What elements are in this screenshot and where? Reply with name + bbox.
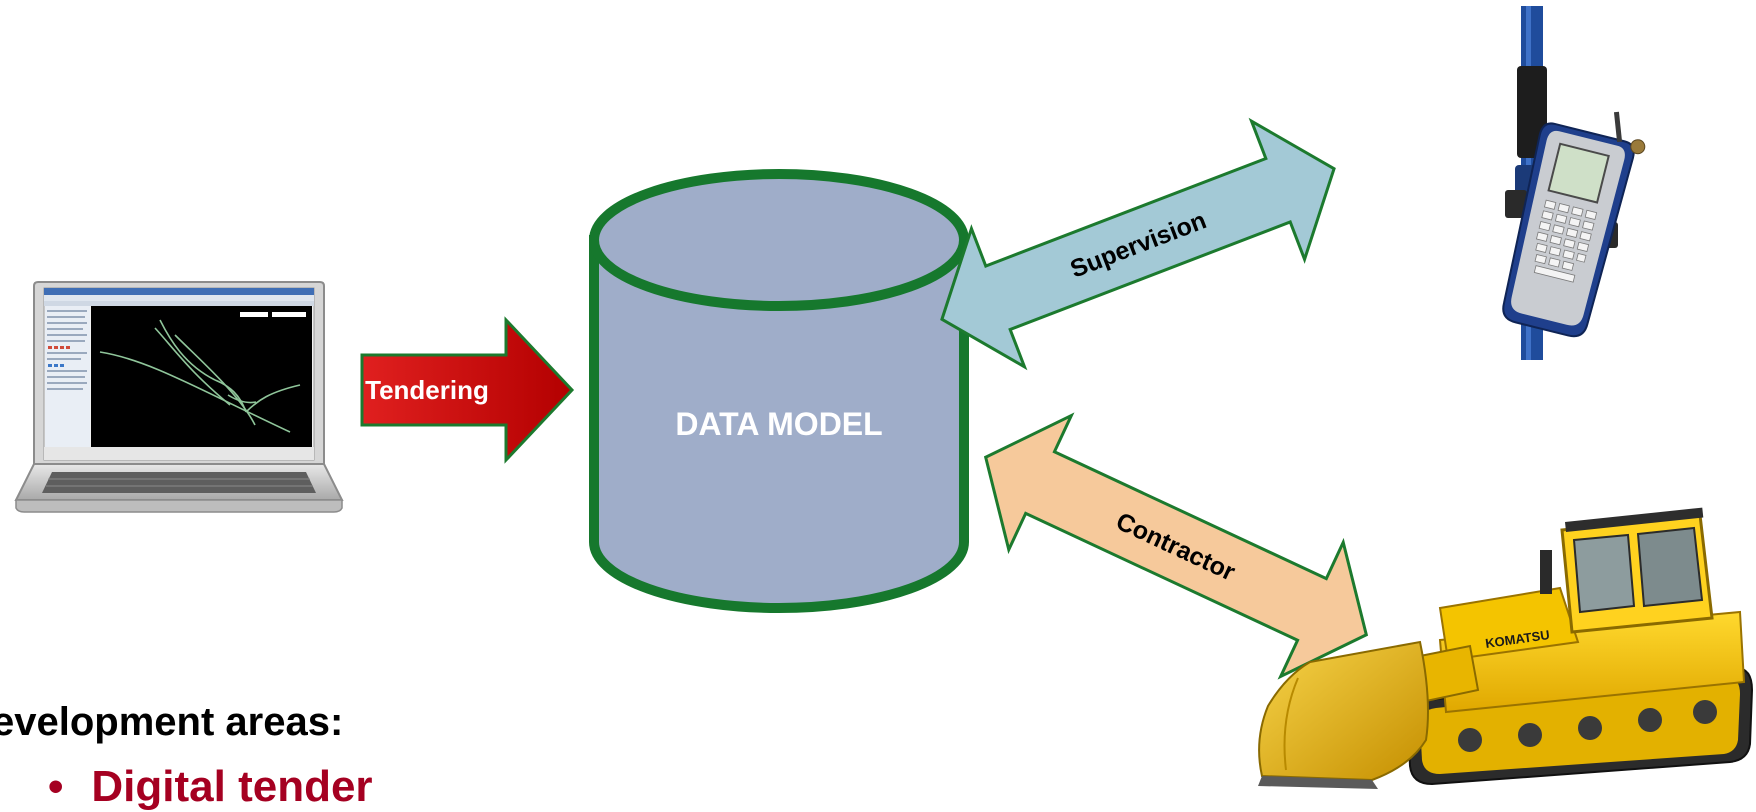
diagram-svg: Tendering DATA MODEL Supervision Contrac… — [14, 6, 1754, 789]
tendering-label: Tendering — [365, 375, 489, 405]
bulldozer-icon: KOMATSU — [1258, 507, 1754, 789]
development-area-label: Digital tender — [91, 762, 373, 811]
contractor-arrow: Contractor — [983, 412, 1369, 680]
supervision-arrow: Supervision — [940, 117, 1336, 371]
diagram-canvas: Tendering DATA MODEL Supervision Contrac… — [14, 6, 1754, 789]
development-areas-heading: evelopment areas: — [0, 700, 344, 744]
tendering-arrow: Tendering — [360, 316, 575, 464]
bullet-glyph: • — [48, 762, 64, 811]
gps-rover-icon — [1502, 6, 1646, 360]
data-model-label: DATA MODEL — [675, 406, 882, 442]
laptop-icon — [14, 281, 344, 513]
development-area-item: • Digital tender — [48, 762, 373, 812]
data-model-cylinder: DATA MODEL — [589, 169, 969, 613]
